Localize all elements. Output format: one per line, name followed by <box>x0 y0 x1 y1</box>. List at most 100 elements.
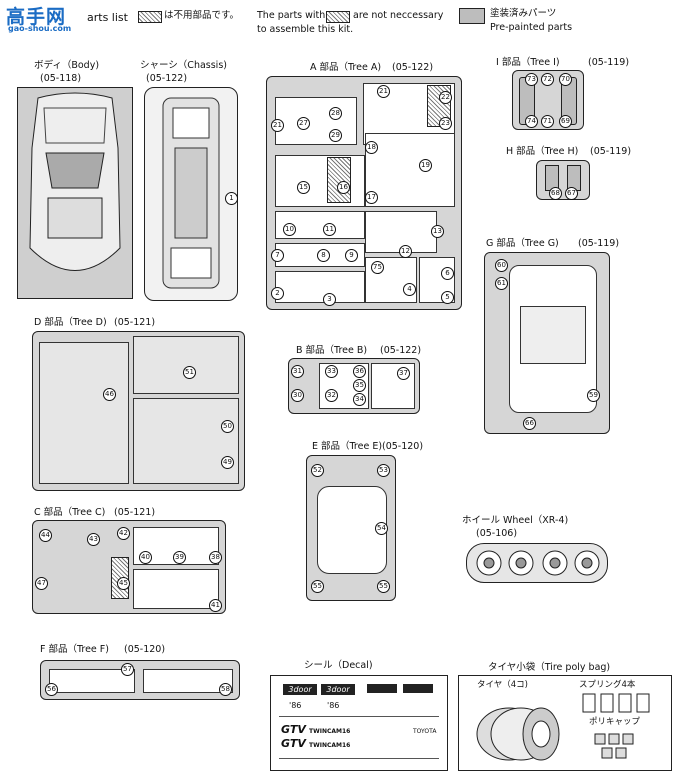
part-number: 41 <box>209 599 222 612</box>
part-number: 53 <box>377 464 390 477</box>
decal-code: '86 <box>327 701 340 710</box>
body-code: (05-118) <box>40 73 82 84</box>
part-number: 21 <box>377 85 390 98</box>
tree-d: 46 51 50 49 <box>32 331 245 491</box>
tree-c-label: C 部品（Tree C) <box>34 507 106 518</box>
legend-hatched-en-2: are not neccessary <box>353 10 444 21</box>
part-number: 52 <box>311 464 324 477</box>
site-logo-url: gao-shou.com <box>8 24 72 33</box>
tree-g-label: G 部品（Tree G) <box>486 238 559 249</box>
part-number: 28 <box>329 107 342 120</box>
rear-window <box>520 306 586 364</box>
decal-toyota: TOYOTA <box>413 728 437 735</box>
chassis-label: シャーシ（Chassis) <box>140 60 227 71</box>
tree-f-section <box>49 669 135 693</box>
tree-a-section <box>275 155 365 207</box>
part-number: 1 <box>225 192 238 205</box>
site-logo[interactable]: 高手网 gao-shou.com <box>4 2 86 34</box>
hatched-swatch-inline <box>326 11 350 23</box>
body-part <box>17 87 133 299</box>
part-number: 58 <box>219 683 232 696</box>
part-number: 10 <box>283 223 296 236</box>
tree-a-label: A 部品（Tree A) <box>310 62 382 73</box>
part-number: 16 <box>337 181 350 194</box>
poly-label: タイヤ小袋（Tire poly bag) <box>488 662 611 673</box>
hatched-part <box>327 157 351 203</box>
decal-gtv: GTV <box>281 737 306 750</box>
part-number: 39 <box>173 551 186 564</box>
part-number: 5 <box>441 291 454 304</box>
tree-f-section <box>143 669 233 693</box>
tree-f-label: F 部品（Tree F) <box>40 644 109 655</box>
decal-block <box>403 684 433 693</box>
part-number: 3 <box>323 293 336 306</box>
painted-swatch <box>459 8 485 24</box>
legend-painted-en: Pre-painted parts <box>490 22 573 33</box>
part-number: 15 <box>297 181 310 194</box>
part-number: 47 <box>35 577 48 590</box>
chassis-icon <box>162 97 220 289</box>
decal-twincam: TWINCAM16 <box>309 742 351 749</box>
decal-logo: 3door <box>321 684 355 695</box>
part-number: 72 <box>541 73 554 86</box>
part-number: 56 <box>45 683 58 696</box>
part-number: 50 <box>221 420 234 433</box>
tree-a-section <box>275 271 365 303</box>
part-number: 19 <box>419 159 432 172</box>
part-number: 27 <box>297 117 310 130</box>
tree-a-section <box>365 211 437 253</box>
poly-bag: タイヤ（4コ) スプリング4本 ポリキャップ <box>458 675 672 771</box>
part-number: 60 <box>495 259 508 272</box>
tree-e: 52 53 54 55 55 <box>306 455 396 601</box>
tree-i-code: (05-119) <box>588 57 630 68</box>
decal-gtv: GTV <box>281 723 306 736</box>
part-number: 29 <box>329 129 342 142</box>
chassis-part: 1 <box>144 87 238 301</box>
part-number: 73 <box>525 73 538 86</box>
tree-h: 68 67 <box>536 160 590 200</box>
part-number: 8 <box>317 249 330 262</box>
part-number: 6 <box>441 267 454 280</box>
part-number: 54 <box>375 522 388 535</box>
decal-sheet: 3door 3door '86 '86 GTV TWINCAM16 GTV TW… <box>270 675 448 771</box>
part-number: 55 <box>311 580 324 593</box>
tree-i: 73 72 70 74 71 69 <box>512 70 584 130</box>
decal-label: シール（Decal) <box>304 660 373 671</box>
decal-block <box>367 684 397 693</box>
tree-d-section <box>39 342 129 484</box>
tree-d-code: (05-121) <box>114 317 156 328</box>
chassis-code: (05-122) <box>146 73 188 84</box>
decal-divider <box>279 716 439 717</box>
part-number: 67 <box>565 187 578 200</box>
poly-spring-label: スプリング4本 <box>579 680 636 690</box>
tree-e-label: E 部品（Tree E) <box>312 441 383 452</box>
tree-d-section <box>133 336 239 394</box>
decal-code: '86 <box>289 701 302 710</box>
hatched-swatch <box>138 11 162 23</box>
tree-c-section <box>133 569 219 609</box>
part-number: 36 <box>353 365 366 378</box>
tree-a-section <box>275 97 357 145</box>
tree-g: 60 61 59 66 <box>484 252 610 434</box>
tree-h-code: (05-119) <box>590 146 632 157</box>
tree-b-label: B 部品（Tree B) <box>296 345 368 356</box>
legend-hatched-jp: は不用部品です。 <box>164 10 240 21</box>
tree-c: 44 43 42 40 39 38 47 45 41 <box>32 520 226 614</box>
poly-cap-label: ポリキャップ <box>589 717 641 727</box>
tree-b: 31 30 33 32 36 35 34 37 <box>288 358 420 414</box>
part-number: 32 <box>325 389 338 402</box>
tires-springs-icon <box>476 693 650 761</box>
decal-twincam: TWINCAM16 <box>309 728 351 735</box>
part-number: 61 <box>495 277 508 290</box>
tree-i-label: I 部品（Tree I) <box>496 57 560 68</box>
part-number: 40 <box>139 551 152 564</box>
tree-b-code: (05-122) <box>380 345 422 356</box>
part-number: 17 <box>365 191 378 204</box>
part-number: 22 <box>439 91 452 104</box>
car-body-icon <box>29 92 121 271</box>
part-number: 42 <box>117 527 130 540</box>
part-number: 46 <box>103 388 116 401</box>
part-number: 21 <box>271 119 284 132</box>
part-number: 4 <box>403 283 416 296</box>
tree-e-code: (05-120) <box>382 441 424 452</box>
